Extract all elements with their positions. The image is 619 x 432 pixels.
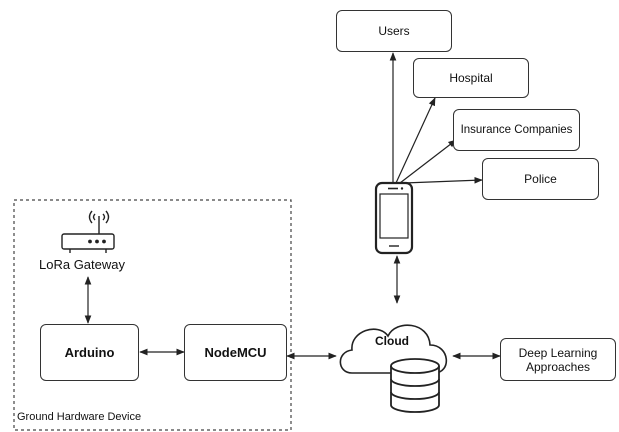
insurance-node: Insurance Companies <box>453 109 580 151</box>
cloud-label: Cloud <box>375 334 409 348</box>
nodemcu-label: NodeMCU <box>204 344 267 360</box>
smartphone-icon <box>374 181 414 255</box>
police-label: Police <box>524 172 557 186</box>
hospital-label: Hospital <box>449 71 493 85</box>
hospital-node: Hospital <box>413 58 529 98</box>
users-label: Users <box>378 24 410 38</box>
arduino-node: Arduino <box>40 324 139 381</box>
police-node: Police <box>482 158 599 200</box>
insurance-label: Insurance Companies <box>460 124 573 136</box>
ground-hardware-label: Ground Hardware Device <box>17 411 142 423</box>
lora-gateway-label: LoRa Gateway <box>39 257 125 272</box>
edge-phone-insurance <box>399 139 457 184</box>
deep-learning-node: Deep Learning Approaches <box>500 338 616 381</box>
ground-hardware-group-border <box>13 199 292 431</box>
deep-learning-label: Deep Learning Approaches <box>518 345 598 374</box>
arduino-label: Arduino <box>64 344 115 360</box>
edge-phone-hospital <box>395 97 436 184</box>
edge-phone-police <box>403 176 483 184</box>
nodemcu-node: NodeMCU <box>184 324 287 381</box>
users-node: Users <box>336 10 452 52</box>
router-icon <box>61 210 115 253</box>
database-icon <box>390 358 440 413</box>
